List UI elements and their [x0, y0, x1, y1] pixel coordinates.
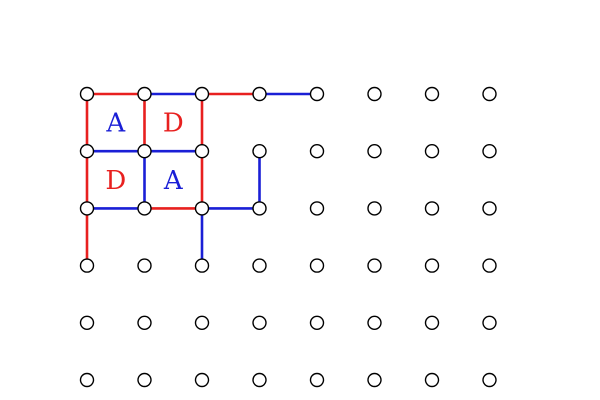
grid-dot[interactable] [424, 86, 440, 102]
grid-dot[interactable] [137, 258, 152, 273]
grid-dot[interactable] [482, 86, 497, 102]
grid-dot[interactable] [482, 315, 497, 330]
grid-dot[interactable] [252, 201, 267, 216]
grid-dot[interactable] [79, 86, 95, 102]
grid-dot[interactable] [79, 315, 95, 330]
grid-dot[interactable] [79, 258, 95, 273]
grid-dot[interactable] [367, 372, 382, 388]
grid-dot[interactable] [79, 143, 95, 159]
grid-dot[interactable] [367, 86, 382, 102]
grid-dot[interactable] [309, 143, 325, 159]
box-letter: A [105, 109, 126, 139]
grid-dot[interactable] [252, 258, 267, 273]
grid-dot[interactable] [79, 372, 95, 388]
grid-dot[interactable] [367, 201, 382, 216]
grid-dot[interactable] [194, 315, 210, 330]
grid-dot[interactable] [137, 143, 152, 159]
grid-dot[interactable] [137, 86, 152, 102]
grid-dot[interactable] [482, 372, 497, 388]
grid-dot[interactable] [309, 372, 325, 388]
grid-dot[interactable] [79, 201, 95, 216]
box-letter: D [163, 109, 184, 139]
grid-dot[interactable] [137, 372, 152, 388]
grid-dot[interactable] [309, 315, 325, 330]
lines-layer [85, 92, 319, 267]
grid-dot[interactable] [194, 143, 210, 159]
grid-dot[interactable] [482, 258, 497, 273]
grid-dot[interactable] [252, 372, 267, 388]
grid-dot[interactable] [367, 315, 382, 330]
grid-dot[interactable] [424, 201, 440, 216]
grid-dot[interactable] [424, 258, 440, 273]
grid-dot[interactable] [424, 315, 440, 330]
grid-dot[interactable] [194, 258, 210, 273]
grid-dot[interactable] [424, 372, 440, 388]
grid-dot[interactable] [194, 86, 210, 102]
grid-dot[interactable] [194, 201, 210, 216]
grid-dot[interactable] [137, 201, 152, 216]
grid-dot[interactable] [194, 372, 210, 388]
grid-dot[interactable] [367, 143, 382, 159]
box-letter: D [105, 166, 126, 196]
dots-layer [79, 86, 497, 388]
grid-dot[interactable] [482, 201, 497, 216]
grid-dot[interactable] [309, 258, 325, 273]
grid-dot[interactable] [252, 86, 267, 102]
grid-dot[interactable] [309, 201, 325, 216]
grid-dot[interactable] [137, 315, 152, 330]
grid-dot[interactable] [367, 258, 382, 273]
grid-dot[interactable] [482, 143, 497, 159]
box-letter: A [163, 166, 184, 196]
grid-dot[interactable] [252, 143, 267, 159]
grid-dot[interactable] [424, 143, 440, 159]
grid-dot[interactable] [252, 315, 267, 330]
grid-dot[interactable] [309, 86, 325, 102]
